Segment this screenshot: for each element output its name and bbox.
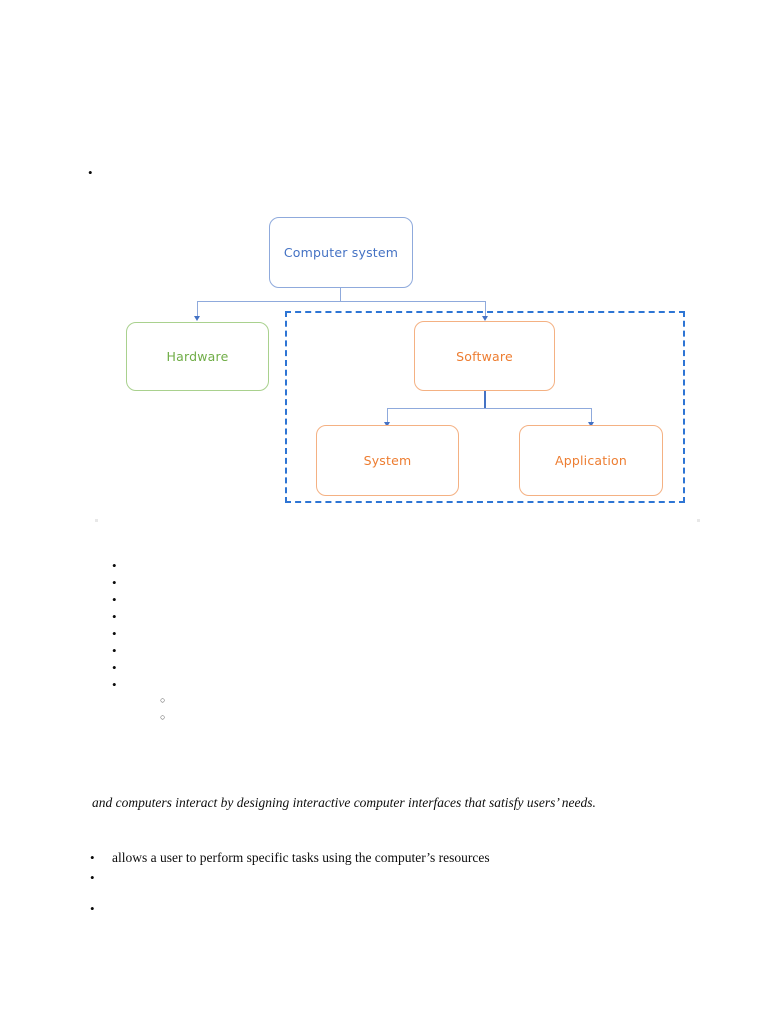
connector-to-hardware [197, 301, 199, 317]
list-item: • [112, 644, 134, 657]
connector-to-system [387, 408, 389, 423]
connector-software-stem [484, 391, 487, 409]
node-computer-system-label: Computer system [283, 245, 399, 260]
list-item: • allows a user to perform specific task… [90, 850, 490, 866]
hci-definition-paragraph: and computers interact by designing inte… [92, 795, 596, 810]
connector-root-stem [340, 287, 342, 302]
arrow-to-software [481, 316, 488, 321]
bullet-marker: • [112, 575, 117, 590]
bullet-marker: • [90, 850, 95, 865]
bullet-marker: • [112, 558, 117, 573]
list-item: • [112, 576, 134, 589]
bullet-marker: • [112, 609, 117, 624]
connector-level2-bar [387, 408, 592, 410]
connector-to-application [591, 408, 593, 423]
bullet-marker: • [90, 870, 95, 885]
node-hardware[interactable]: Hardware [126, 322, 269, 391]
arrow-to-system [383, 422, 390, 427]
sub-list-item: ○ [160, 696, 182, 705]
list-item: • [112, 610, 134, 623]
stray-mark [697, 519, 700, 522]
list-item: • [112, 627, 134, 640]
arrow-to-application [587, 422, 594, 427]
sub-bullet-marker: ○ [160, 695, 166, 705]
list-item: • [112, 661, 134, 674]
node-computer-system[interactable]: Computer system [269, 217, 413, 288]
node-system-label: System [363, 453, 412, 468]
bullet-marker: • [88, 165, 93, 180]
bullet-marker: • [112, 643, 117, 658]
arrow-to-hardware [193, 316, 200, 321]
bullet-marker: • [112, 660, 117, 675]
list-item: • [88, 166, 110, 179]
sub-bullet-marker: ○ [160, 712, 166, 722]
bullet-marker: • [90, 901, 95, 916]
bullet-marker: • [112, 626, 117, 641]
list-item: • [90, 871, 112, 884]
node-hardware-label: Hardware [166, 349, 229, 364]
node-application-label: Application [554, 453, 628, 468]
connector-to-software [485, 301, 487, 317]
sub-list-item: ○ [160, 713, 182, 722]
bullet-marker: • [112, 677, 117, 692]
bullet-text: allows a user to perform specific tasks … [112, 850, 490, 865]
list-item: • [90, 902, 112, 915]
bullet-marker: • [112, 592, 117, 607]
connector-level1-bar [197, 301, 486, 303]
node-system[interactable]: System [316, 425, 459, 496]
list-item: • [112, 678, 134, 691]
stray-mark [95, 519, 98, 522]
list-item: • [112, 593, 134, 606]
software-group-highlight [285, 311, 685, 503]
list-item: • [112, 559, 134, 572]
node-application[interactable]: Application [519, 425, 663, 496]
node-software-label: Software [456, 348, 513, 364]
node-software[interactable]: Software [414, 321, 555, 391]
